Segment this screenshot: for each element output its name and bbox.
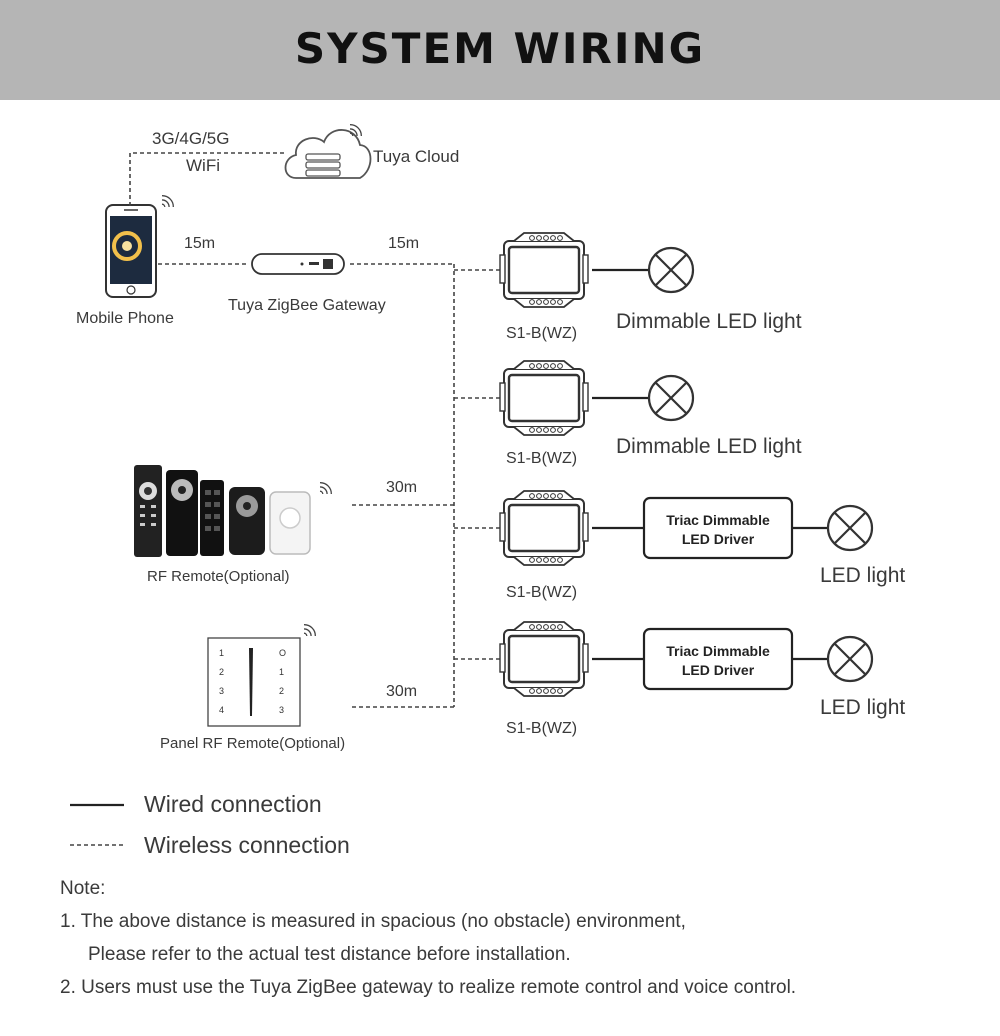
led-light-icon: [826, 504, 874, 552]
phone-label: Mobile Phone: [76, 310, 174, 327]
legend-wireless-label: Wireless connection: [144, 832, 350, 858]
panel-key-label: O: [279, 648, 287, 658]
load-label: LED light: [820, 564, 906, 587]
distance-rf-remote: 30m: [386, 479, 418, 496]
load-label: Dimmable LED light: [616, 310, 802, 333]
panel-key-label: 3: [279, 705, 285, 715]
note-line: 1. The above distance is measured in spa…: [60, 911, 686, 932]
title-banner: [0, 0, 1000, 100]
rf-remote-icon: [134, 465, 335, 557]
page-title: SYSTEM WIRING: [294, 24, 706, 73]
legend-wired-label: Wired connection: [144, 791, 322, 817]
led-driver-box: [642, 496, 794, 560]
wiring-diagram: [70, 121, 874, 846]
load-label: LED light: [820, 696, 906, 719]
module-label: S1-B(WZ): [506, 584, 578, 601]
led-light-icon: [647, 246, 695, 294]
panel-rf-remote-icon: [207, 621, 319, 727]
network-label: 3G/4G/5G: [152, 129, 230, 148]
led-light-icon: [647, 374, 695, 422]
tuya-cloud-icon: [284, 121, 372, 179]
driver-label: Triac Dimmable LED Driver: [644, 642, 792, 680]
rf-remote-label: RF Remote(Optional): [147, 568, 290, 585]
note-line: Please refer to the actual test distance…: [88, 944, 571, 965]
distance-phone-gateway: 15m: [184, 235, 216, 252]
driver-label: Triac Dimmable LED Driver: [644, 511, 792, 549]
module-label: S1-B(WZ): [506, 720, 578, 737]
cloud-label: Tuya Cloud: [373, 147, 460, 166]
notes-title: Note:: [60, 878, 106, 899]
panel-key-label: 4: [219, 705, 225, 715]
s1-module-icon: [498, 231, 590, 309]
driver-label-line1: Triac Dimmable: [666, 643, 770, 659]
mobile-phone-icon: [105, 192, 177, 298]
wired-links: [592, 268, 828, 661]
panel-remote-label: Panel RF Remote(Optional): [160, 735, 346, 752]
wifi-label: WiFi: [186, 156, 220, 175]
driver-label-line2: LED Driver: [681, 662, 755, 678]
load-label: Dimmable LED light: [616, 435, 802, 458]
led-driver-box: [642, 627, 794, 691]
s1-module-icon: [498, 620, 590, 698]
module-label: S1-B(WZ): [506, 325, 578, 342]
note-line: 2. Users must use the Tuya ZigBee gatewa…: [60, 977, 797, 998]
distance-panel-remote: 30m: [386, 683, 418, 700]
zigbee-gateway-icon: [251, 253, 345, 275]
module-label: S1-B(WZ): [506, 450, 578, 467]
driver-label-line2: LED Driver: [681, 531, 755, 547]
panel-key-label: 3: [219, 686, 225, 696]
led-light-icon: [826, 635, 874, 683]
s1-module-icon: [498, 359, 590, 437]
panel-key-label: 2: [219, 667, 225, 677]
panel-key-label: 2: [279, 686, 285, 696]
panel-key-label: 1: [279, 667, 285, 677]
distance-gateway-bus: 15m: [388, 235, 420, 252]
wireless-links: [129, 152, 500, 708]
panel-key-label: 1: [219, 648, 225, 658]
gateway-label: Tuya ZigBee Gateway: [228, 297, 386, 314]
s1-module-icon: [498, 489, 590, 567]
driver-label-line1: Triac Dimmable: [666, 512, 770, 528]
